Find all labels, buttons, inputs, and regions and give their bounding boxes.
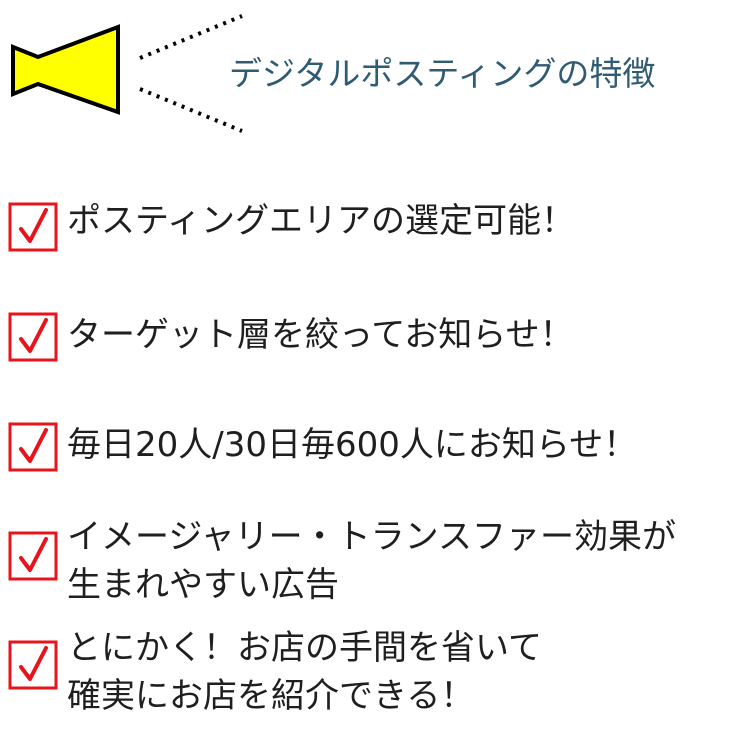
feature-text-line-1: とにかく！お店の手間を省いて <box>67 628 542 668</box>
feature-text: 毎日20人/30日毎600人にお知らせ！ <box>67 425 638 465</box>
checkbox-icon <box>8 640 58 690</box>
checkbox-icon <box>8 422 58 472</box>
checkbox-icon <box>8 312 58 362</box>
feature-text-line-2: 生まれやすい広告 <box>67 565 339 605</box>
feature-text: ターゲット層を絞ってお知らせ！ <box>67 315 574 355</box>
feature-text-line-2: 確実にお店を紹介できる！ <box>67 676 475 716</box>
checkbox-icon <box>8 531 58 581</box>
checkbox-icon <box>8 202 58 252</box>
feature-text-line-1: イメージャリー・トランスファー効果が <box>67 517 676 557</box>
megaphone-icon <box>11 14 243 133</box>
feature-text: ポスティングエリアの選定可能！ <box>67 201 575 241</box>
page-title: デジタルポスティングの特徴 <box>229 54 656 93</box>
